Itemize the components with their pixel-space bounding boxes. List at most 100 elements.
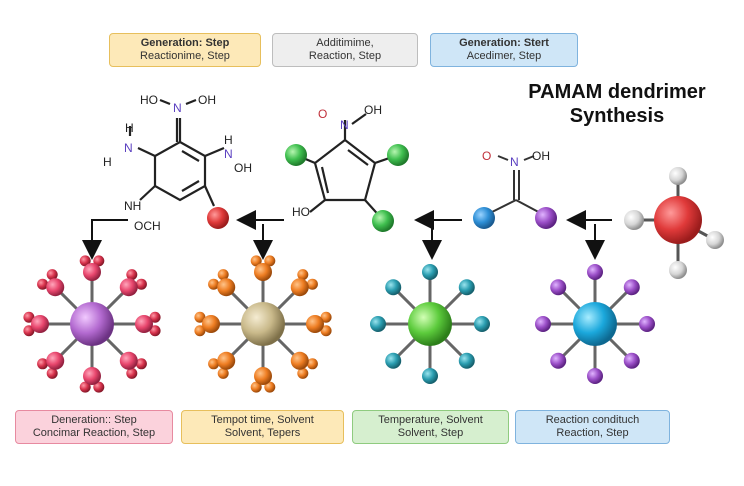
dendrimer-tip-atom: [149, 311, 161, 323]
hex-right-n: N: [224, 147, 233, 161]
dendrimer-arm-atom: [290, 351, 309, 370]
top-box-line2: Reactionime, Step: [140, 50, 230, 62]
dendrimer-tip-atom: [208, 358, 220, 370]
dendrimer-tip-atom: [297, 269, 309, 281]
dendrimer-core: [573, 302, 617, 346]
bottom-box-line2: Concimar Reaction, Step: [32, 427, 156, 439]
dendrimer-tip-atom: [93, 381, 105, 393]
dendrimer-generation-3: [23, 255, 161, 393]
hex-right-h: H: [224, 133, 233, 147]
dendrimer-tip-atom: [194, 325, 206, 337]
dendrimer-tip-atom: [126, 269, 138, 281]
hex-right-oh: OH: [234, 161, 252, 175]
dendrimer-arm-atom: [458, 279, 475, 296]
dendrimer-arm-atom: [623, 279, 640, 296]
bottom-box-tempot-time: Tempot time, Solvent Solvent, Tepers: [181, 410, 344, 444]
bottom-box-generation-step: Deneration:: Step Concimar Reaction, Ste…: [15, 410, 173, 444]
dendrimer-tip-atom: [135, 278, 147, 290]
bottom-box-line2: Solvent, Tepers: [224, 427, 301, 439]
dendrimer-arm-atom: [535, 316, 551, 332]
hex-bottom-nh: NH: [124, 199, 141, 213]
top-box-line1: Additimime,: [316, 37, 374, 49]
bottom-box-line1: Reaction condituch: [545, 414, 640, 426]
ring-oh-label: OH: [364, 103, 382, 117]
ring-ho-label: HO: [292, 205, 310, 219]
page-title: PAMAM dendrimer Synthesis: [502, 80, 732, 128]
dendrimer-arm-atom: [385, 352, 402, 369]
dendrimer-core: [241, 302, 285, 346]
dendrimer-generation-1: [370, 264, 490, 384]
bottom-box-line1: Deneration:: Step: [51, 414, 137, 426]
dendrimer-arm-atom: [474, 316, 490, 332]
bottom-box-line1: Tempot time, Solvent: [211, 414, 314, 426]
bottom-box-line2: Solvent, Step: [397, 427, 464, 439]
dendrimer-tip-atom: [306, 358, 318, 370]
dendrimer-arm-atom: [306, 315, 324, 333]
dendrimer-arm-atom: [46, 351, 65, 370]
hex-molecule: N HO OH H N H H N OH NH OCH: [103, 93, 252, 233]
dendrimer-arm-atom: [458, 352, 475, 369]
flow-arrows: [82, 210, 612, 260]
dendrimer-tip-atom: [320, 311, 332, 323]
dendrimer-tip-atom: [217, 269, 229, 281]
top-box-line2: Reaction, Step: [308, 50, 382, 62]
dendrimer-tip-atom: [93, 255, 105, 267]
dendrimer-tip-atom: [37, 278, 49, 290]
dendrimer-tip-atom: [264, 255, 276, 267]
dendrimer-arm-atom: [422, 368, 438, 384]
dendrimer-arm-atom: [202, 315, 220, 333]
dendrimer-tip-atom: [194, 311, 206, 323]
dendrimer-generations: [23, 255, 655, 393]
hex-left-h: H: [125, 121, 134, 135]
acid-oh-label: OH: [532, 149, 550, 163]
dendrimer-arm-atom: [254, 367, 272, 385]
title-line2: Synthesis: [569, 105, 665, 127]
dendrimer-core: [70, 302, 114, 346]
dendrimer-tip-atom: [149, 325, 161, 337]
dendrimer-core: [408, 302, 452, 346]
dendrimer-arm-atom: [550, 352, 567, 369]
dendrimer-tip-atom: [250, 255, 262, 267]
title-line1: PAMAM dendrimer: [528, 81, 706, 103]
dendrimer-tip-atom: [135, 358, 147, 370]
dendrimer-arm-atom: [623, 352, 640, 369]
ring-n-label: N: [340, 118, 349, 132]
bottom-box-line1: Temperature, Solvent: [378, 414, 483, 426]
hex-bottom-och: OCH: [134, 219, 161, 233]
dendrimer-tip-atom: [23, 311, 35, 323]
top-box-generation-start: Generation: Stert Acedimer, Step: [430, 33, 578, 67]
ring-molecule: N O OH HO: [285, 103, 409, 232]
dendrimer-arm-atom: [135, 315, 153, 333]
dendrimer-tip-atom: [320, 325, 332, 337]
dendrimer-tip-atom: [79, 255, 91, 267]
dendrimer-generation-0: [535, 264, 655, 384]
bottom-box-temperature: Temperature, Solvent Solvent, Step: [352, 410, 509, 444]
arrow-hex-down: [82, 219, 128, 260]
dendrimer-tip-atom: [37, 358, 49, 370]
dendrimer-generation-2: [194, 255, 332, 393]
dendrimer-arm-atom: [217, 278, 236, 297]
bottom-box-reaction-condition: Reaction condituch Reaction, Step: [515, 410, 670, 444]
ring-o-label: O: [318, 107, 327, 121]
dendrimer-arm-atom: [370, 316, 386, 332]
hex-top-oh: OH: [198, 93, 216, 107]
dendrimer-arm-atom: [422, 264, 438, 280]
dendrimer-arm-atom: [385, 279, 402, 296]
dendrimer-arm-atom: [83, 367, 101, 385]
top-box-line1: Generation: Step: [140, 37, 230, 49]
dendrimer-arm-atom: [217, 351, 236, 370]
hex-left-n: N: [124, 141, 133, 155]
acid-o-label: O: [482, 149, 491, 163]
dendrimer-arm-atom: [550, 279, 567, 296]
acid-n-label: N: [510, 155, 519, 169]
dendrimer-tip-atom: [297, 367, 309, 379]
dendrimer-arm-atom: [31, 315, 49, 333]
dendrimer-tip-atom: [250, 381, 262, 393]
top-box-additimime: Additimime, Reaction, Step: [272, 33, 418, 67]
dendrimer-tip-atom: [217, 367, 229, 379]
bottom-box-line2: Reaction, Step: [556, 427, 629, 439]
hex-left-h2: H: [103, 155, 112, 169]
dendrimer-tip-atom: [264, 381, 276, 393]
dendrimer-tip-atom: [23, 325, 35, 337]
